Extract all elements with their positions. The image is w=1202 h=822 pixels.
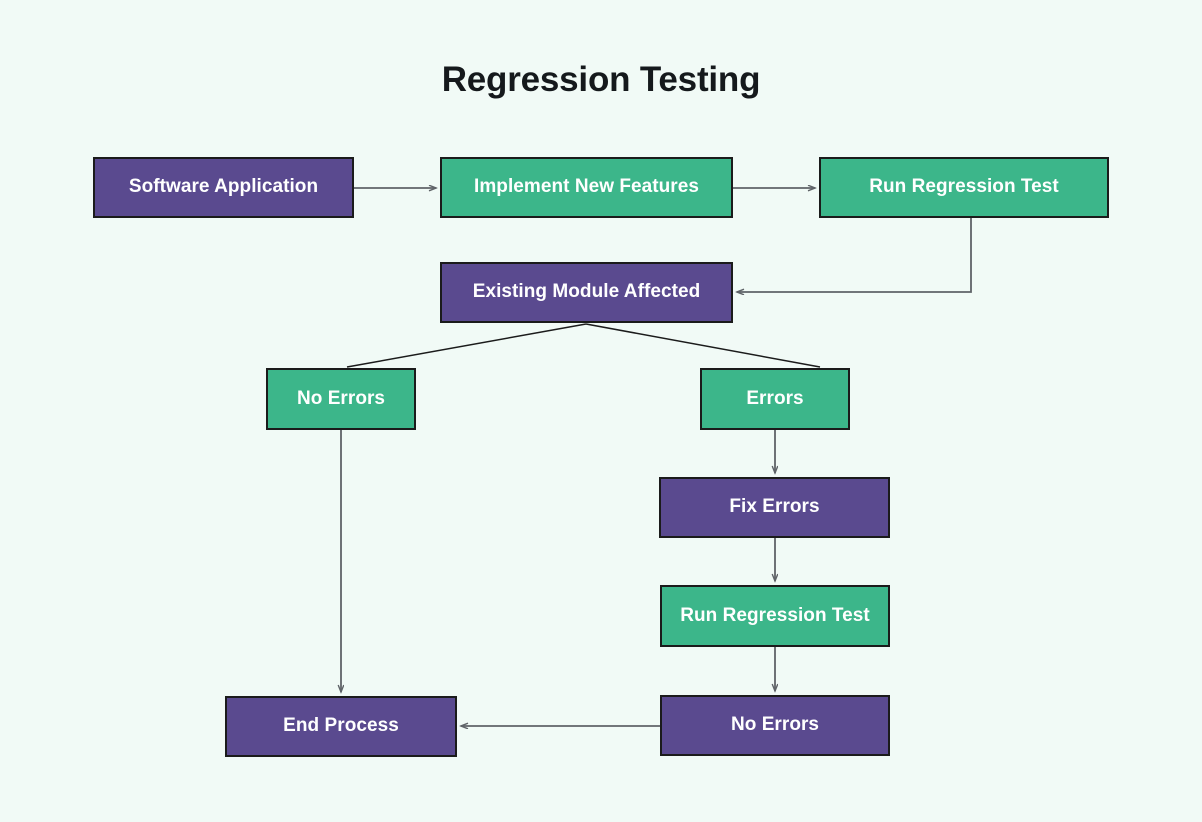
node-software-application[interactable]: Software Application — [93, 157, 354, 218]
node-run-regression-test-top[interactable]: Run Regression Test — [819, 157, 1109, 218]
node-errors[interactable]: Errors — [700, 368, 850, 430]
edge-existing-module-affected-to-errors — [585, 323, 821, 368]
node-no-errors-left[interactable]: No Errors — [266, 368, 416, 430]
node-implement-new-features[interactable]: Implement New Features — [440, 157, 733, 218]
node-no-errors-bottom[interactable]: No Errors — [660, 695, 890, 756]
page-title: Regression Testing — [441, 60, 761, 99]
node-existing-module-affected[interactable]: Existing Module Affected — [440, 262, 733, 323]
node-fix-errors[interactable]: Fix Errors — [659, 477, 890, 538]
node-run-regression-test-bottom[interactable]: Run Regression Test — [660, 585, 890, 647]
edge-run-regression-test-to-existing-module-affected — [737, 218, 972, 292]
edge-existing-module-affected-to-no-errors — [346, 323, 587, 368]
node-end-process[interactable]: End Process — [225, 696, 457, 757]
